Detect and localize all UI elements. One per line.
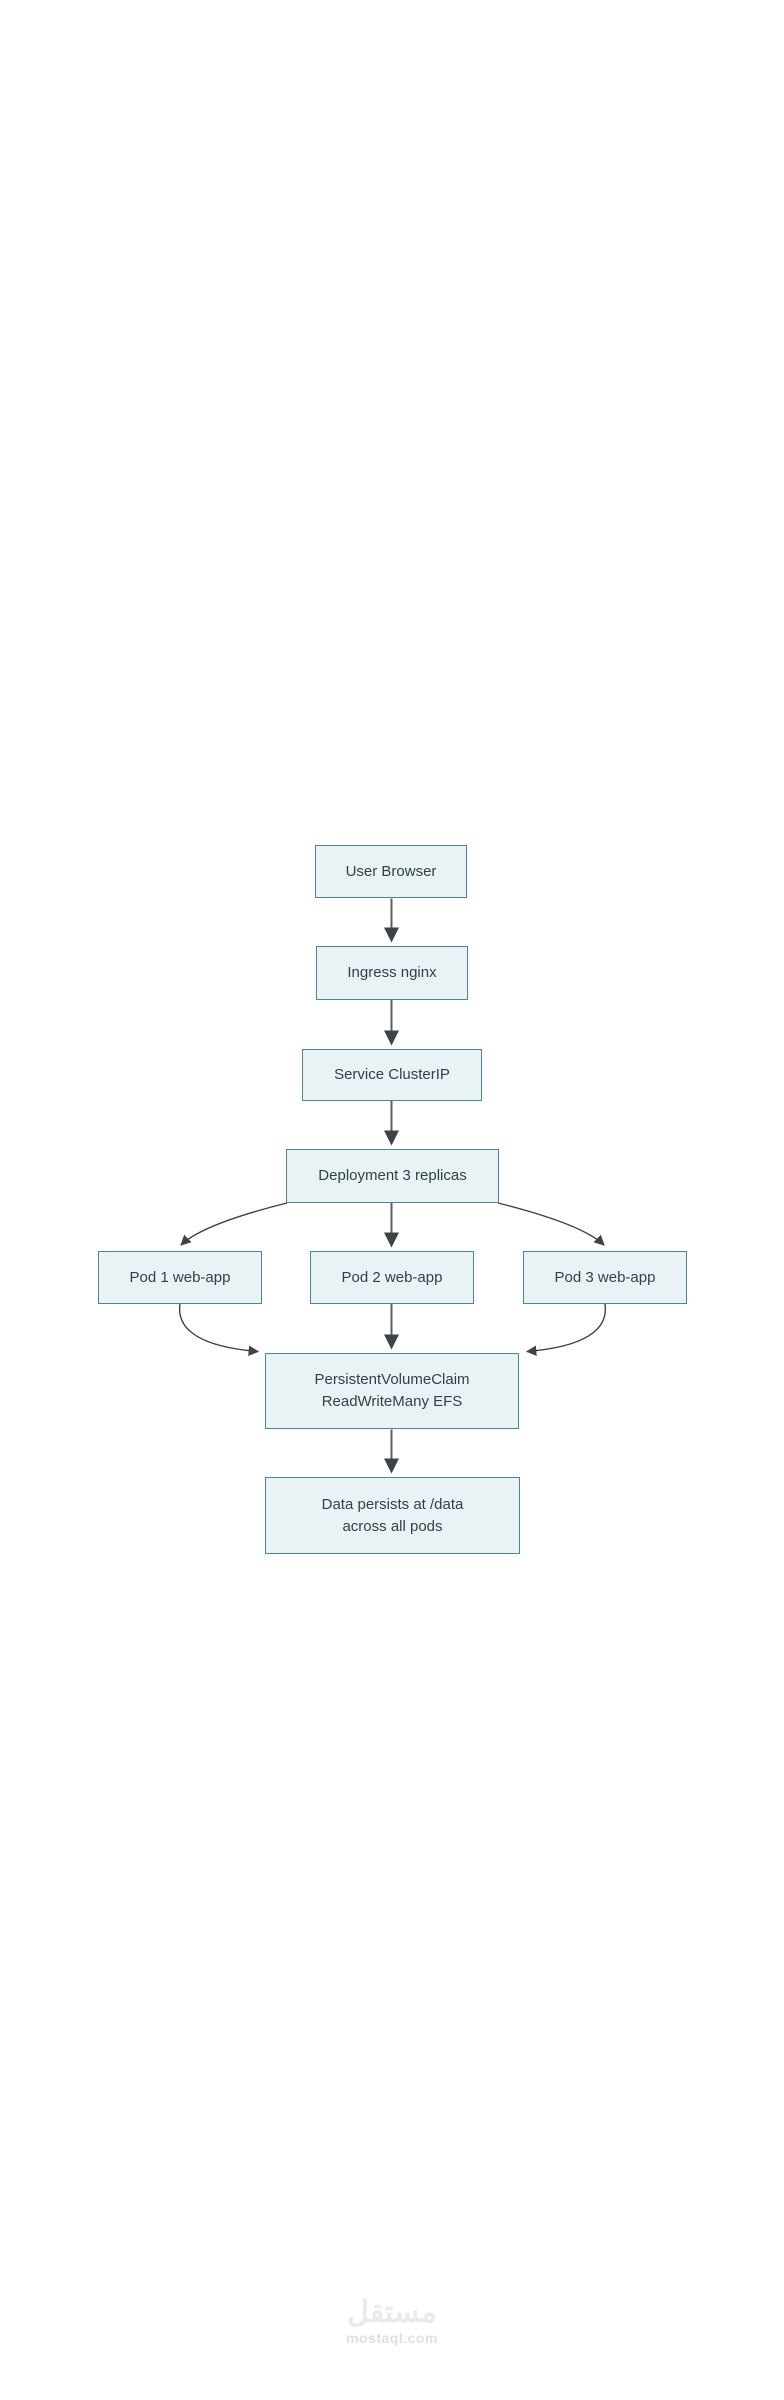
watermark: مستقل mostaql.com <box>0 2296 784 2347</box>
mostaql-site-text: mostaql.com <box>346 2330 438 2346</box>
node-ingress: Ingress nginx <box>316 946 468 1000</box>
node-service-label: Service ClusterIP <box>334 1066 450 1083</box>
node-pod1: Pod 1 web-app <box>98 1251 262 1304</box>
node-pod3: Pod 3 web-app <box>523 1251 687 1304</box>
node-deployment: Deployment 3 replicas <box>286 1149 499 1203</box>
edge-pod3-to-pvc <box>525 1303 607 1356</box>
node-user-browser-label: User Browser <box>345 862 437 880</box>
node-pvc-label-line1: PersistentVolumeClaim <box>314 1371 470 1388</box>
edge-deployment-to-pod3 <box>497 1202 605 1246</box>
node-pod2-label: Pod 2 web-app <box>341 1268 443 1286</box>
node-pod3-label: Pod 3 web-app <box>554 1268 656 1286</box>
node-ingress-label: Ingress nginx <box>347 964 437 981</box>
node-user-browser: User Browser <box>315 845 467 898</box>
node-data-note-label-line2: across all pods <box>342 1517 443 1535</box>
node-pod1-label: Pod 1 web-app <box>129 1268 231 1286</box>
node-pvc: PersistentVolumeClaim ReadWriteMany EFS <box>265 1353 519 1429</box>
node-deployment-label: Deployment 3 replicas <box>318 1167 467 1184</box>
edge-pod1-to-pvc <box>178 1303 260 1356</box>
node-data-note-label-line1: Data persists at /data <box>321 1495 464 1513</box>
node-service: Service ClusterIP <box>302 1049 482 1101</box>
node-pod2: Pod 2 web-app <box>310 1251 474 1304</box>
node-data-note: Data persists at /data across all pods <box>265 1477 520 1554</box>
mostaql-logo: مستقل <box>347 2296 437 2329</box>
node-pvc-label-line2: ReadWriteMany EFS <box>321 1393 463 1410</box>
edge-deployment-to-pod1 <box>180 1202 288 1246</box>
